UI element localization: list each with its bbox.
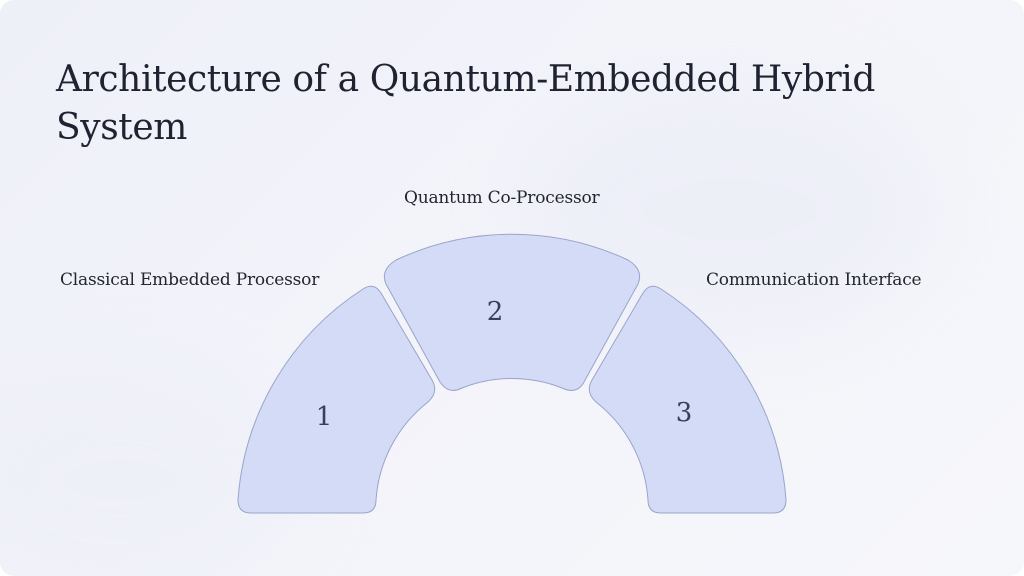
segment-label-classical-embedded-processor: Classical Embedded Processor xyxy=(60,270,320,290)
arc-segment-1-number: 1 xyxy=(316,402,333,432)
arc-segment-2-shape xyxy=(383,233,641,391)
arc-segment-2-number: 2 xyxy=(487,297,504,327)
arc-segment-1[interactable]: 1 xyxy=(237,285,436,514)
arc-segment-2[interactable]: 2 xyxy=(383,233,641,391)
arc-segment-3[interactable]: 3 xyxy=(588,285,787,514)
arc-segment-3-shape xyxy=(588,285,787,514)
arc-segment-3-number: 3 xyxy=(676,398,693,428)
segment-label-communication-interface: Communication Interface xyxy=(706,270,922,290)
segment-label-quantum-co-processor: Quantum Co-Processor xyxy=(404,188,600,208)
slide-title: Architecture of a Quantum-Embedded Hybri… xyxy=(56,59,876,148)
arc-segment-1-shape xyxy=(237,285,436,514)
